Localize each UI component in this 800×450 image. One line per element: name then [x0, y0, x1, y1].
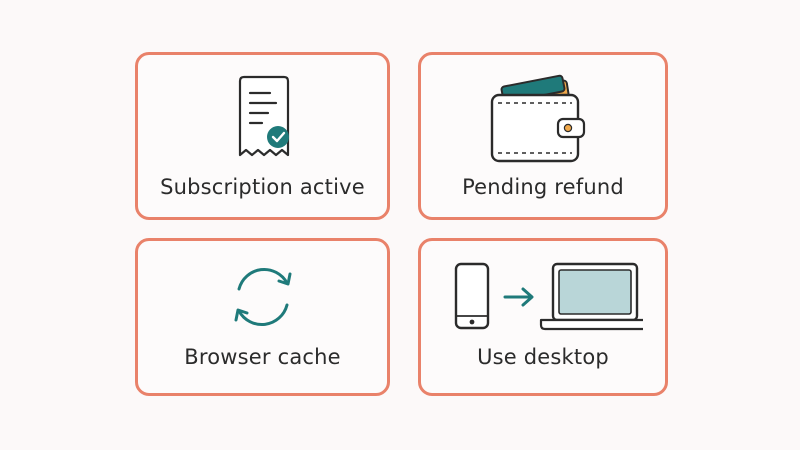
browser-cache-card: Browser cache [135, 238, 390, 396]
phone-to-desktop-icon [421, 258, 665, 332]
refresh-icon [138, 255, 387, 339]
wallet-icon [421, 73, 665, 165]
subscription-active-label: Subscription active [160, 175, 365, 199]
receipt-check-icon [138, 73, 387, 163]
pending-refund-card: Pending refund [418, 52, 668, 220]
subscription-active-card: Subscription active [135, 52, 390, 220]
pending-refund-label: Pending refund [462, 175, 624, 199]
use-desktop-card: Use desktop [418, 238, 668, 396]
use-desktop-label: Use desktop [477, 345, 609, 369]
browser-cache-label: Browser cache [184, 345, 341, 369]
